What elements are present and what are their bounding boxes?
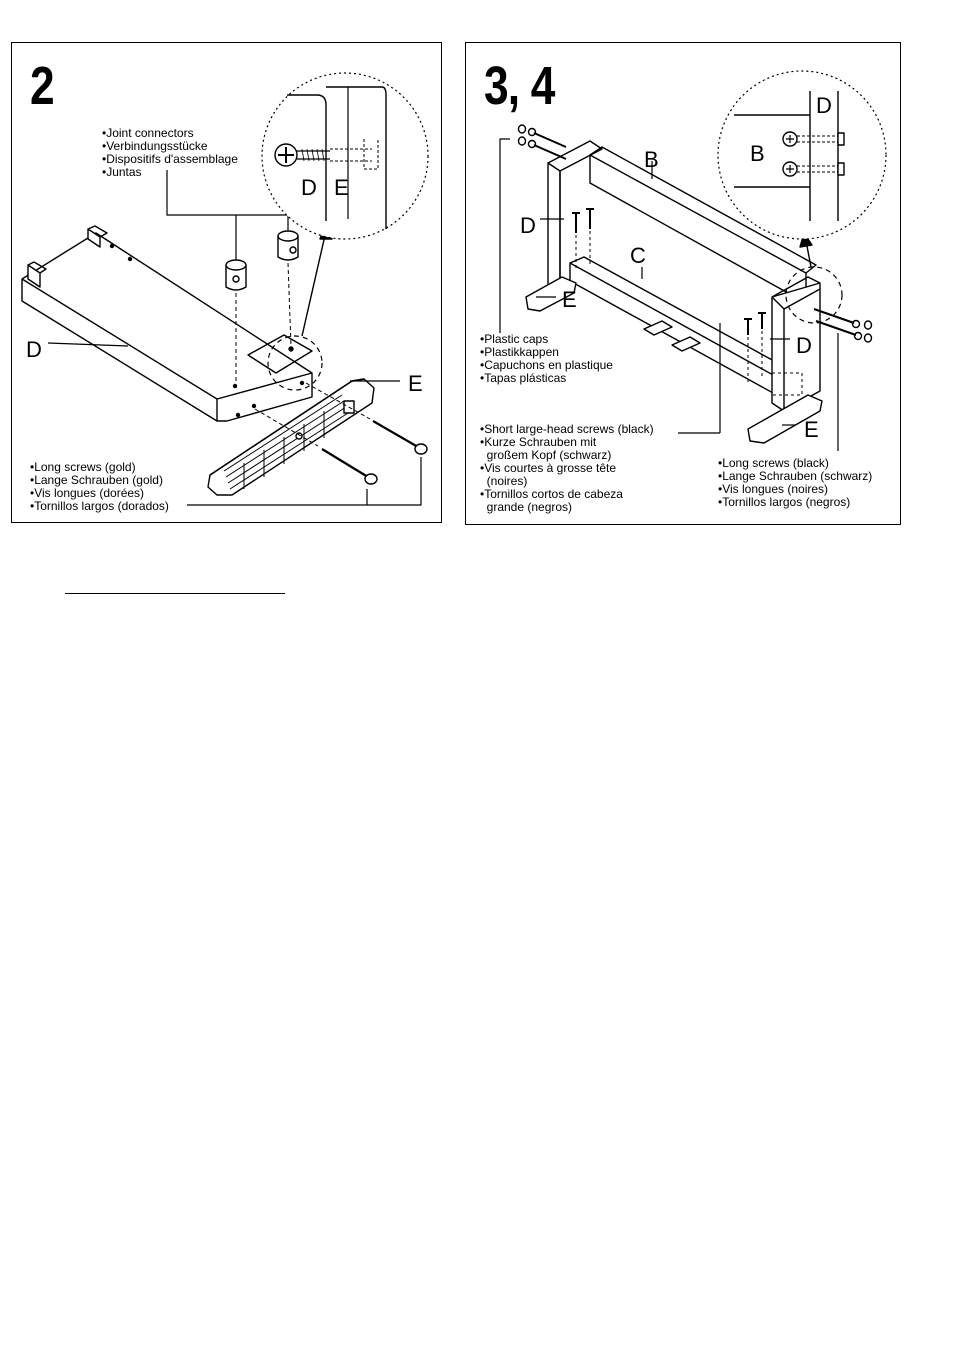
short-screws-label-line-4: •Vis courtes à grosse tête xyxy=(480,461,616,475)
connectors-label-line-4: •Juntas xyxy=(102,165,142,179)
part-c-label: C xyxy=(630,243,646,268)
long-screws-label-line-3: •Vis longues (noires) xyxy=(718,482,828,496)
short-screws-label-line-3: großem Kopf (schwarz) xyxy=(480,448,611,462)
short-screws-label-line-5: (noires) xyxy=(480,474,527,488)
step-3-4-panel: 3, 4 xyxy=(465,42,901,525)
connectors-label-line-1: •Joint connectors xyxy=(102,126,194,140)
part-e-right-label: E xyxy=(804,417,819,442)
short-screws-label-line-2: •Kurze Schrauben mit xyxy=(480,435,597,449)
step-2-diagram: •Joint connectors •Verbindungsstücke •Di… xyxy=(21,72,429,513)
screws-label-line-2: •Lange Schrauben (gold) xyxy=(30,473,163,487)
caps-label-line-1: •Plastic caps xyxy=(480,332,548,346)
detail-d-label: D xyxy=(816,93,832,118)
long-screws-label-line-2: •Lange Schrauben (schwarz) xyxy=(718,469,872,483)
part-d-right-label: D xyxy=(796,333,812,358)
part-b-label: B xyxy=(644,147,659,172)
screws-label-line-4: •Tornillos largos (dorados) xyxy=(30,499,169,513)
part-d-left-label: D xyxy=(520,213,536,238)
detail-e-label: E xyxy=(334,175,349,200)
step-number-2: 2 xyxy=(30,56,55,116)
step-3-4-diagram: B C D D E E D B •Plastic caps •Plastikka… xyxy=(480,70,887,514)
footer-rule xyxy=(65,593,285,594)
part-d-label: D xyxy=(26,337,42,362)
screws-label-line-1: •Long screws (gold) xyxy=(30,460,136,474)
connectors-label-line-3: •Dispositifs d'assemblage xyxy=(102,152,238,166)
connectors-label-line-2: •Verbindungsstücke xyxy=(102,139,208,153)
long-screws-label-line-4: •Tornillos largos (negros) xyxy=(718,495,850,509)
short-screws-label-line-1: •Short large-head screws (black) xyxy=(480,422,654,436)
detail-d-label: D xyxy=(301,175,317,200)
part-e-left-label: E xyxy=(562,287,577,312)
screws-label-line-3: •Vis longues (dorées) xyxy=(30,486,144,500)
long-screws-label-line-1: •Long screws (black) xyxy=(718,456,829,470)
step-number-3-4: 3, 4 xyxy=(484,56,555,116)
caps-label-line-2: •Plastikkappen xyxy=(480,345,559,359)
part-e-label: E xyxy=(408,371,423,396)
step-2-panel: 2 xyxy=(11,42,442,523)
caps-label-line-4: •Tapas plásticas xyxy=(480,371,566,385)
short-screws-label-line-6: •Tornillos cortos de cabeza xyxy=(480,487,623,501)
detail-b-label: B xyxy=(750,141,765,166)
caps-label-line-3: •Capuchons en plastique xyxy=(480,358,613,372)
short-screws-label-line-7: grande (negros) xyxy=(480,500,572,514)
